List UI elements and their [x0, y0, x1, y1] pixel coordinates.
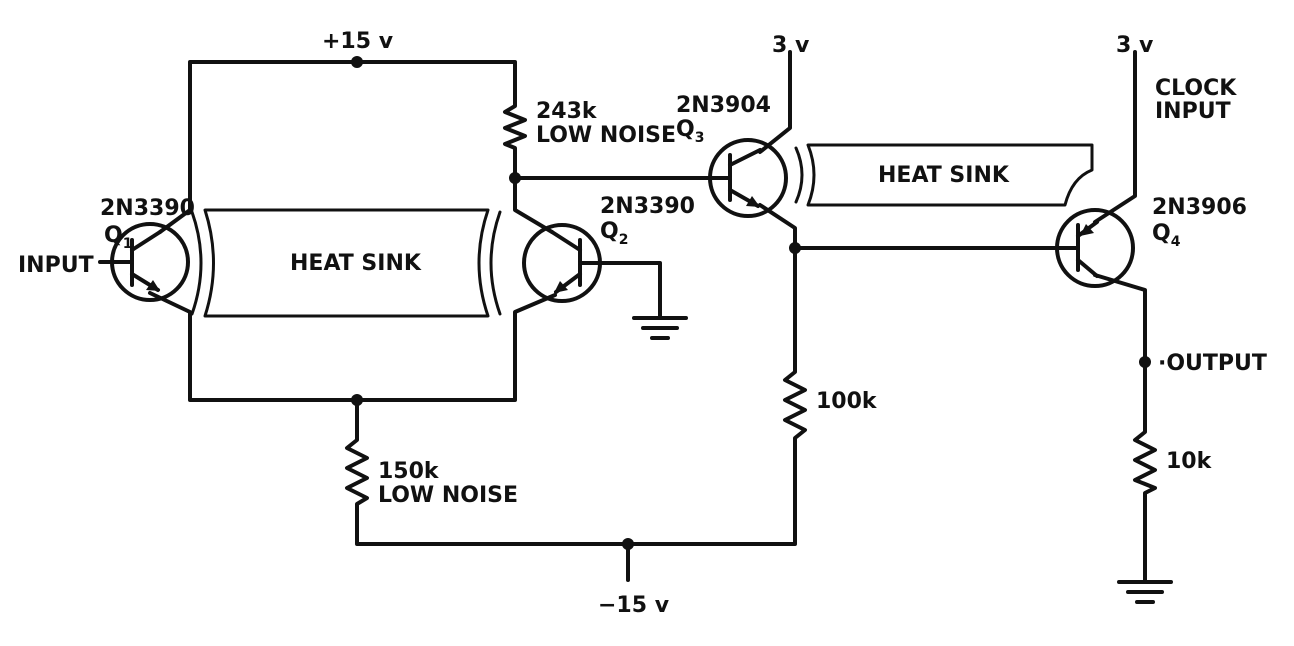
q3-ref-label: Q3	[676, 117, 704, 146]
q3-part-label: 2N3904	[676, 93, 771, 118]
supply-3v-q4-label: 3 v	[1116, 33, 1154, 58]
q1-part-label: 2N3390	[100, 196, 195, 221]
wire-q4-emitter	[1093, 50, 1137, 224]
q1-ref-label: Q1	[104, 223, 132, 252]
q2-ref: Q	[600, 219, 619, 244]
r243k-note-label: LOW NOISE	[536, 123, 676, 148]
supply-neg15-label: −15 v	[598, 593, 670, 618]
r150k-value-label: 150k	[378, 459, 440, 484]
transistor-q3	[706, 138, 788, 218]
q4-ref: Q	[1152, 221, 1171, 246]
resistor-243k	[503, 96, 527, 154]
junction-neg15	[622, 538, 634, 550]
junction-243k-node	[509, 172, 521, 184]
q1-ref-sub: 1	[123, 236, 133, 252]
q4-ref-label: Q4	[1152, 221, 1181, 250]
wire-q3-emitter	[758, 203, 797, 364]
r150k-note-label: LOW NOISE	[378, 483, 518, 508]
wire-q3-collector	[758, 50, 792, 154]
q2-ref-sub: 2	[619, 232, 629, 248]
heat-sink-left-shape	[190, 208, 502, 318]
wire-q4-collector	[1093, 273, 1147, 427]
supply-3v-q3-label: 3 v	[772, 33, 810, 58]
supply-pos15-label: +15 v	[322, 29, 394, 54]
q2-ref-label: Q2	[600, 219, 628, 248]
q1-ref: Q	[104, 223, 123, 248]
transistor-q2	[522, 223, 602, 303]
q4-ref-sub: 4	[1171, 234, 1181, 250]
junction-pos15	[351, 56, 363, 68]
heat-sink-right-shape	[794, 143, 1094, 207]
wire-neg15-rail	[355, 446, 797, 546]
clock-input-label-line2: INPUT	[1155, 99, 1231, 124]
q3-ref-sub: 3	[695, 130, 705, 146]
r243k-value-label: 243k	[536, 99, 598, 124]
q4-part-label: 2N3906	[1152, 195, 1247, 220]
output-label: ·OUTPUT	[1158, 351, 1267, 376]
input-label: INPUT	[18, 253, 94, 278]
ground-symbol-q2	[632, 316, 688, 340]
q3-ref: Q	[676, 117, 695, 142]
clock-input-label-line1: CLOCK	[1155, 76, 1237, 101]
heat-sink-left-label: HEAT SINK	[290, 251, 422, 276]
resistor-10k	[1133, 423, 1157, 497]
wire-q2-base-ground	[593, 261, 662, 320]
junction-bottom-rail	[351, 394, 363, 406]
transistor-q4	[1055, 208, 1135, 288]
resistor-150k	[345, 430, 369, 510]
r10k-value-label: 10k	[1166, 449, 1213, 474]
q2-part-label: 2N3390	[600, 194, 695, 219]
wire-q1-emitter	[148, 291, 557, 402]
r100k-value-label: 100k	[816, 389, 878, 414]
wire-top-rail	[188, 60, 517, 212]
transistor-q1	[98, 222, 190, 302]
wire-node-243k	[513, 150, 554, 234]
junction-q3-emitter	[789, 242, 801, 254]
ground-symbol-output	[1117, 580, 1173, 604]
heat-sink-right-label: HEAT SINK	[878, 163, 1010, 188]
junction-output	[1139, 356, 1151, 368]
resistor-100k	[783, 360, 807, 450]
